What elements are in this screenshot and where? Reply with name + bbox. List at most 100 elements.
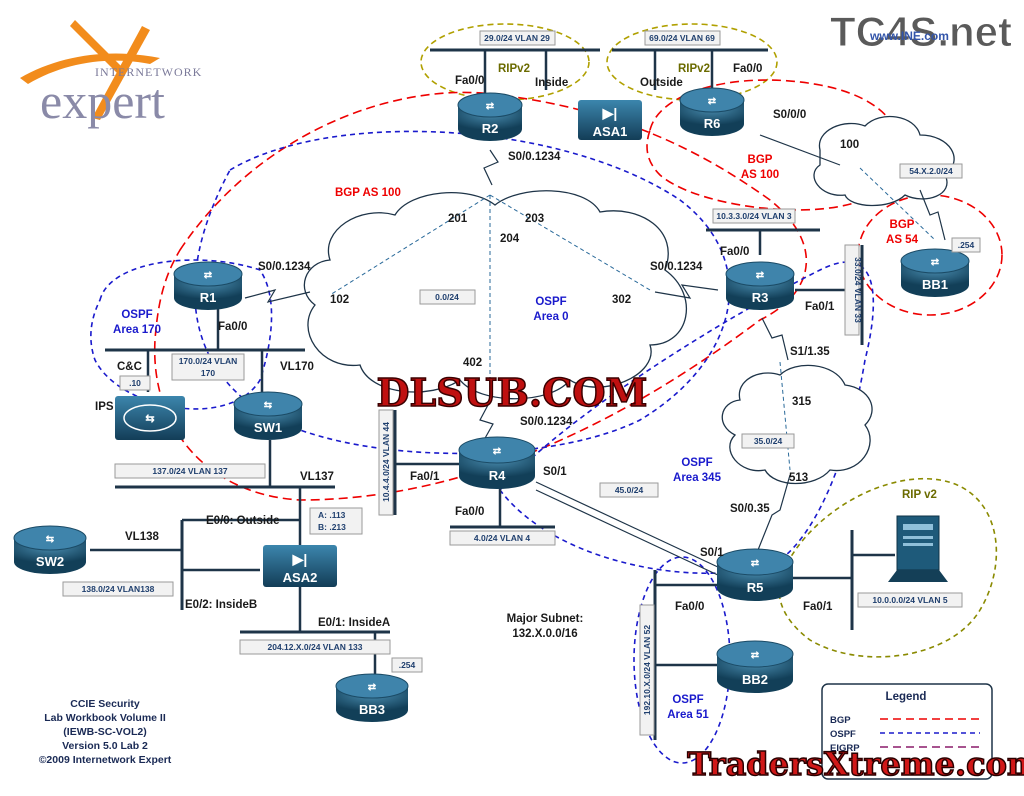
ospf-area0-domain — [194, 130, 730, 455]
firewall-asa2[interactable]: ▶| ASA2 — [263, 545, 337, 587]
svg-text:Area 0: Area 0 — [533, 311, 568, 323]
asa-b: B: .213 — [318, 522, 346, 532]
svg-text:E0/2: InsideB: E0/2: InsideB — [185, 599, 257, 611]
serial-r4-r5-b — [535, 489, 721, 577]
svg-text:Area 345: Area 345 — [673, 472, 722, 484]
router-bb1[interactable]: ⇄ BB1 — [900, 248, 970, 297]
svg-text:Major Subnet:: Major Subnet: — [507, 613, 584, 625]
router-r1[interactable]: ⇄ R1 — [173, 261, 243, 310]
svg-text:Outside: Outside — [640, 77, 683, 89]
r6-label: R6 — [704, 116, 721, 131]
legend-title: Legend — [886, 691, 927, 703]
legend: Legend BGP OSPF EIGRP — [821, 683, 993, 780]
svg-text:OSPF: OSPF — [121, 309, 152, 321]
svg-text:BGP: BGP — [890, 219, 915, 231]
router-bb3[interactable]: ⇄ BB3 — [335, 673, 409, 722]
r3-label: R3 — [752, 290, 769, 305]
logo-company-main: expert — [40, 73, 165, 129]
svg-text:203: 203 — [525, 213, 544, 225]
svg-text:201: 201 — [448, 213, 468, 225]
svg-text:S0/0.1234: S0/0.1234 — [508, 151, 561, 163]
rip-domain-r2 — [420, 23, 590, 101]
svg-text:BGP: BGP — [748, 154, 773, 166]
cc-host: .10 — [129, 378, 141, 388]
subnet-vlan138: 138.0/24 VLAN138 — [82, 584, 155, 594]
bb1-label: BB1 — [922, 277, 948, 292]
svg-text:DLSUB.COM: DLSUB.COM — [376, 370, 647, 415]
legend-eigrp: EIGRP — [830, 743, 860, 754]
switch-sw2[interactable]: ⇆ SW2 — [13, 525, 87, 574]
asa2-label: ASA2 — [283, 570, 318, 585]
tc4s-logo: TC4S.net www.INE.com — [830, 8, 1013, 56]
svg-text:Lab Workbook Volume II: Lab Workbook Volume II — [44, 712, 166, 724]
svg-text:315: 315 — [792, 396, 812, 408]
r2-label: R2 — [482, 121, 499, 136]
serial-bb1 — [919, 189, 946, 241]
svg-text:⇄: ⇄ — [486, 101, 495, 112]
svg-text:Fa0/0: Fa0/0 — [733, 63, 762, 75]
svg-text:S0/1: S0/1 — [543, 466, 567, 478]
svg-text:S1/1.35: S1/1.35 — [790, 346, 830, 358]
svg-text:S0/0.1234: S0/0.1234 — [520, 416, 573, 428]
legend-ospf: OSPF — [830, 729, 856, 740]
asa1-label: ASA1 — [593, 124, 628, 139]
internetwork-expert-logo: INTERNETWORK expert — [20, 20, 201, 129]
svg-text:Area 170: Area 170 — [113, 324, 161, 336]
svg-text:⇄: ⇄ — [751, 650, 760, 661]
interface-labels: Fa0/0 Inside Outside Fa0/0 RIPv2 RIPv2 S… — [95, 63, 937, 721]
ospf-area170-domain — [90, 259, 273, 410]
svg-text:S0/1: S0/1 — [700, 547, 724, 559]
subnet-vlan33: 33.0/24 VLAN 33 — [853, 257, 863, 323]
svg-text:VL137: VL137 — [300, 471, 334, 483]
r5-label: R5 — [747, 580, 764, 595]
bb1-host: .254 — [958, 240, 975, 250]
router-r6[interactable]: ⇄ R6 — [679, 87, 745, 136]
svg-text:Fa0/1: Fa0/1 — [410, 471, 440, 483]
rip-v2-domain — [778, 477, 998, 658]
logo-brand-left: TC4S.net — [830, 8, 1012, 55]
svg-text:S0/0.1234: S0/0.1234 — [650, 261, 703, 273]
svg-text:⇄: ⇄ — [204, 270, 213, 281]
subnet-vlan170-b: 170 — [201, 368, 215, 378]
ospf-area345-domain — [498, 261, 875, 574]
r4-label: R4 — [489, 468, 506, 483]
subnet-vlan69: 69.0/24 VLAN 69 — [649, 33, 715, 43]
subnet-frame: 0.0/24 — [435, 292, 459, 302]
subnet-vlan170-a: 170.0/24 VLAN — [179, 356, 238, 366]
pvc-lines — [329, 167, 936, 471]
router-bb2[interactable]: ⇄ BB2 — [716, 640, 794, 693]
svg-text:302: 302 — [612, 294, 631, 306]
svg-text:204: 204 — [500, 233, 520, 245]
svg-text:©2009 Internetwork Expert: ©2009 Internetwork Expert — [39, 754, 172, 766]
svg-text:Version 5.0 Lab 2: Version 5.0 Lab 2 — [62, 740, 148, 752]
switch-sw1[interactable]: ⇆ SW1 — [233, 391, 303, 440]
svg-text:OSPF: OSPF — [681, 457, 712, 469]
serial-r5-s035 — [757, 474, 791, 551]
router-r3[interactable]: ⇄ R3 — [725, 261, 795, 310]
subnet-vlan137: 137.0/24 VLAN 137 — [152, 466, 227, 476]
svg-text:⇄: ⇄ — [931, 257, 940, 268]
asa-a: A: .113 — [318, 510, 346, 520]
svg-text:132.X.0.0/16: 132.X.0.0/16 — [512, 628, 577, 640]
server[interactable] — [888, 515, 948, 582]
svg-text:Fa0/1: Fa0/1 — [803, 601, 833, 613]
firewall-asa1[interactable]: ▶| ASA1 — [578, 100, 642, 140]
subnet-bb1: 54.X.2.0/24 — [909, 166, 953, 176]
serial-cloud-345 — [721, 364, 873, 485]
svg-text:S0/0.1234: S0/0.1234 — [258, 261, 311, 273]
svg-text:E0/0: Outside: E0/0: Outside — [206, 515, 280, 527]
router-r2[interactable]: ⇄ R2 — [457, 92, 523, 141]
svg-text:Fa0/0: Fa0/0 — [720, 246, 749, 258]
ips-sensor[interactable]: ⇆ — [115, 396, 185, 440]
firewall-icon: ▶| — [602, 105, 618, 121]
svg-text:Fa0/1: Fa0/1 — [805, 301, 835, 313]
bb3-label: BB3 — [359, 702, 385, 717]
svg-text:RIP v2: RIP v2 — [902, 489, 937, 501]
svg-text:IPS: IPS — [95, 401, 114, 413]
r1-label: R1 — [200, 290, 217, 305]
serial-r3-s11 — [761, 317, 789, 361]
router-r4[interactable]: ⇄ R4 — [458, 436, 536, 489]
router-r5[interactable]: ⇄ R5 — [716, 548, 794, 601]
